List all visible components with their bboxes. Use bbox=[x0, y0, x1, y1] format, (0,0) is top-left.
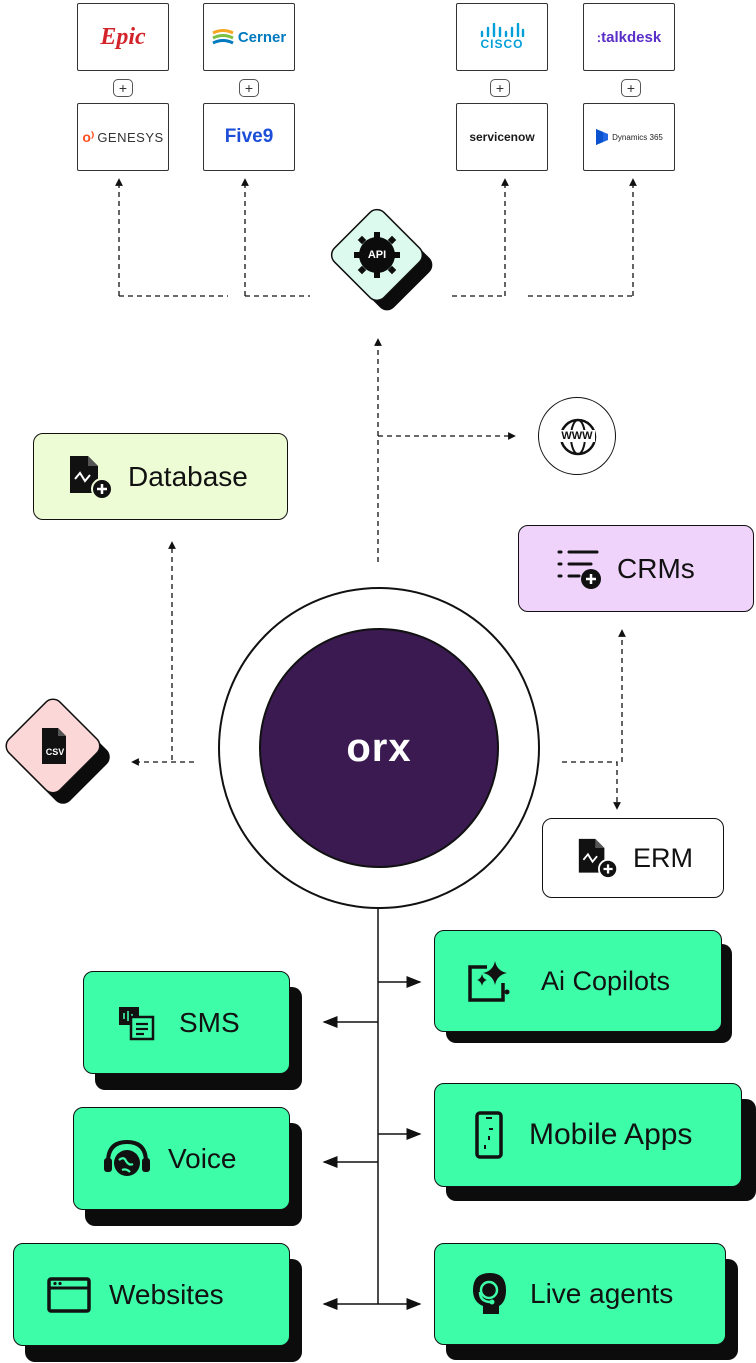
servicenow-logo: servicenow bbox=[469, 130, 535, 144]
sms-label: SMS bbox=[179, 1006, 240, 1038]
agent-headset-icon bbox=[469, 1270, 511, 1318]
mobile-apps-label: Mobile Apps bbox=[529, 1118, 693, 1151]
file-add-icon bbox=[577, 836, 619, 880]
www-label: WWW bbox=[559, 430, 595, 442]
orx-logo: orx bbox=[346, 725, 412, 770]
live-agents-card: Live agents bbox=[434, 1243, 726, 1345]
browser-window-icon bbox=[47, 1276, 91, 1313]
erm-label: ERM bbox=[633, 842, 693, 873]
ai-copilots-label: Ai Copilots bbox=[541, 965, 671, 996]
api-node: API bbox=[320, 204, 442, 326]
sms-icon bbox=[117, 1005, 157, 1041]
crms-card: CRMs bbox=[518, 525, 754, 612]
erm-card: ERM bbox=[542, 818, 724, 898]
cisco-bars-icon bbox=[480, 23, 525, 37]
live-agents-label: Live agents bbox=[530, 1278, 674, 1309]
api-gear-icon bbox=[354, 232, 400, 278]
cerner-mark-icon bbox=[212, 29, 234, 45]
sparkle-icon bbox=[465, 957, 513, 1005]
headset-globe-icon bbox=[102, 1138, 152, 1180]
genesys-logo: GENESYS bbox=[97, 129, 164, 145]
crms-label: CRMs bbox=[617, 552, 695, 584]
database-label: Database bbox=[128, 460, 248, 492]
genesys-logo-card: o⁾ GENESYS bbox=[77, 103, 169, 171]
plus-icon: + bbox=[621, 79, 641, 97]
file-add-icon bbox=[68, 453, 114, 501]
servicenow-logo-card: servicenow bbox=[456, 103, 548, 171]
five9-logo: Five9 bbox=[224, 126, 274, 147]
plus-icon: + bbox=[490, 79, 510, 97]
plus-icon: + bbox=[113, 79, 133, 97]
csv-node: CSV bbox=[0, 690, 130, 820]
talkdesk-logo-card: : talkdesk bbox=[583, 3, 675, 71]
web-source-node: WWW bbox=[538, 397, 616, 475]
epic-logo: Epic bbox=[100, 23, 146, 50]
api-label: API bbox=[367, 249, 387, 261]
database-card: Database bbox=[33, 433, 288, 520]
mobile-apps-card: Mobile Apps bbox=[434, 1083, 742, 1187]
five9-logo-card: Five9 bbox=[203, 103, 295, 171]
websites-card: Websites bbox=[13, 1243, 290, 1346]
dynamics-mark-icon bbox=[596, 129, 609, 145]
ai-copilots-card: Ai Copilots bbox=[434, 930, 722, 1032]
genesys-mark-icon: o⁾ bbox=[82, 128, 95, 145]
voice-card: Voice bbox=[73, 1107, 290, 1210]
smartphone-icon bbox=[474, 1111, 504, 1159]
list-add-icon bbox=[555, 547, 603, 591]
csv-label: CSV bbox=[45, 747, 65, 757]
epic-logo-card: Epic bbox=[77, 3, 169, 71]
dynamics-logo: Dynamics 365 bbox=[612, 132, 663, 142]
orx-hub: orx bbox=[259, 628, 499, 868]
talkdesk-logo: talkdesk bbox=[601, 28, 662, 46]
dynamics-logo-card: Dynamics 365 bbox=[583, 103, 675, 171]
websites-label: Websites bbox=[109, 1278, 224, 1310]
sms-card: SMS bbox=[83, 971, 290, 1074]
plus-icon: + bbox=[239, 79, 259, 97]
orx-hub-ring: orx bbox=[218, 587, 540, 909]
cerner-logo: Cerner bbox=[237, 28, 287, 46]
cisco-logo: CISCO bbox=[480, 37, 524, 51]
cerner-logo-card: Cerner bbox=[203, 3, 295, 71]
voice-label: Voice bbox=[168, 1142, 237, 1174]
csv-file-icon bbox=[42, 728, 66, 764]
cisco-logo-card: CISCO bbox=[456, 3, 548, 71]
